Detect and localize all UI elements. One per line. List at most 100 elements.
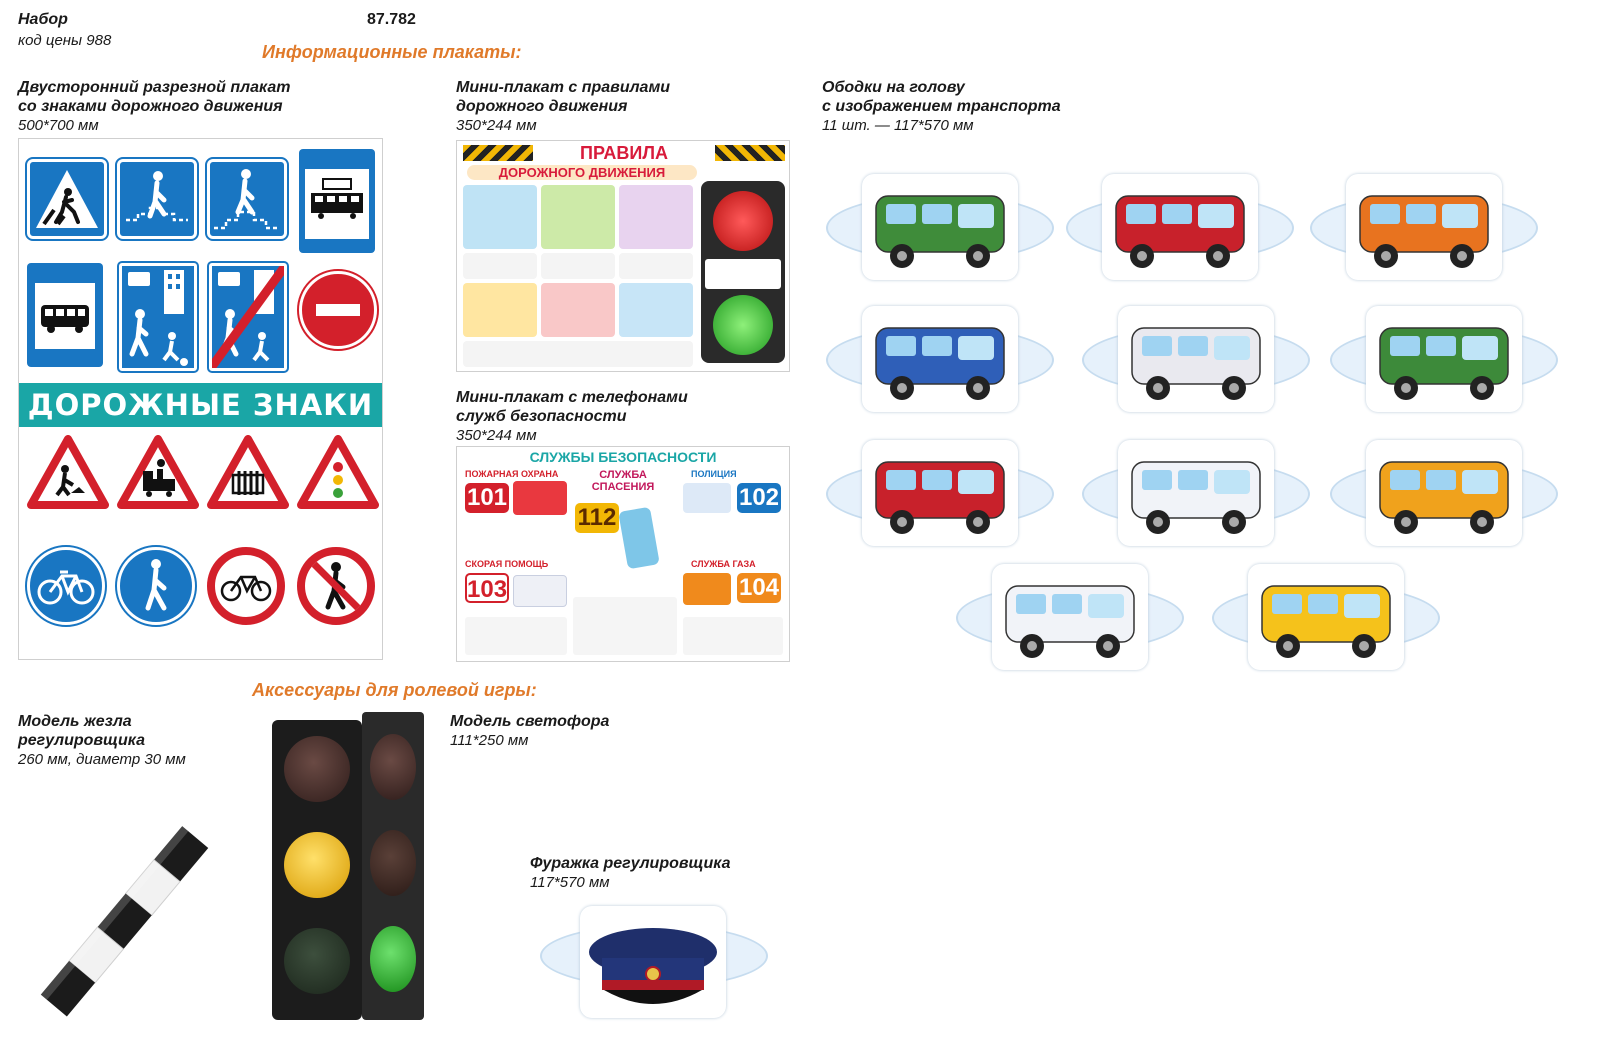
headbands-title-1: Ободки на голову [822, 79, 965, 96]
services-poster-title-2: служб безопасности [456, 408, 627, 425]
headband-item [826, 168, 1054, 286]
bus-icon [862, 174, 1018, 280]
baton-size: 260 мм, диаметр 30 мм [18, 751, 186, 768]
bicycle-path-sign-icon [25, 545, 107, 627]
no-bicycles-sign-icon [207, 547, 285, 625]
service-name-ambulance: СКОРАЯ ПОМОЩЬ [465, 559, 549, 569]
services-heading: СЛУЖБЫ БЕЗОПАСНОСТИ [529, 449, 717, 465]
hazard-stripe-right-icon [715, 145, 785, 161]
service-name-rescue: СЛУЖБА СПАСЕНИЯ [591, 469, 655, 493]
services-text-block [465, 617, 567, 655]
headband-item [1330, 434, 1558, 552]
side-red-lamp-icon [370, 734, 416, 800]
price-code: код цены 988 [18, 32, 112, 49]
signs-poster-size: 500*700 мм [18, 117, 99, 134]
rules-text-block [463, 341, 693, 367]
pedestrian-traffic-light-icon [701, 181, 785, 363]
underpass-sign-icon [115, 157, 199, 241]
signs-poster-title-1: Двусторонний разрезной плакат [18, 79, 291, 96]
services-poster-title-1: Мини-плакат с телефонами [456, 389, 688, 406]
rules-heading-1: ПРАВИЛА [580, 143, 668, 163]
set-label: Набор [18, 11, 68, 28]
service-number-fire: 101 [465, 483, 509, 513]
rules-illustration-crossing-icon [463, 185, 537, 249]
service-number-police: 102 [737, 483, 781, 513]
rules-illustration-children-icon [541, 185, 615, 249]
headband-item [1066, 168, 1294, 286]
railway-crossing-sign-icon [117, 435, 199, 514]
section-info-posters: Информационные плакаты: [262, 42, 522, 62]
cap-size: 117*570 мм [530, 874, 610, 891]
fire-truck-icon [1102, 174, 1258, 280]
rules-text-block [541, 253, 615, 279]
cap-title: Фуражка регулировщика [530, 855, 731, 872]
traffic-light-label: Модель светофора 111*250 мм [450, 712, 609, 750]
minibus-icon [992, 564, 1148, 670]
rules-poster-label: Мини-плакат с правилами дорожного движен… [456, 78, 670, 135]
yellow-lamp-on-icon [284, 832, 350, 898]
road-works-sign-icon [27, 435, 109, 514]
baton-title-2: регулировщика [18, 732, 145, 749]
headband-item [826, 434, 1054, 552]
traffic-light-title: Модель светофора [450, 713, 610, 730]
bus-stop-sign-icon [27, 263, 103, 367]
living-zone-sign-icon [117, 261, 199, 373]
no-pedestrians-sign-icon [297, 547, 375, 625]
article-number: 87.782 [367, 11, 416, 28]
police-car-icon [1118, 440, 1274, 546]
service-number-rescue: 112 [575, 503, 619, 533]
rules-illustration-car-icon [541, 283, 615, 337]
safety-services-mini-poster: СЛУЖБЫ БЕЗОПАСНОСТИ ПОЖАРНАЯ ОХРАНА 101 … [456, 446, 790, 662]
police-car-small-icon [683, 483, 731, 513]
headbands-title-2: с изображением транспорта [822, 98, 1061, 115]
section-roleplay: Аксессуары для ролевой игры: [252, 680, 537, 700]
tram-stop-sign-icon [299, 149, 375, 253]
headband-item [1082, 434, 1310, 552]
baton-title-1: Модель жезла [18, 713, 132, 730]
no-entry-sign-icon [297, 269, 379, 351]
overpass-sign-icon [205, 157, 289, 241]
services-text-block [683, 617, 783, 655]
dump-truck-icon [1366, 440, 1522, 546]
barrier-crossing-sign-icon [207, 435, 289, 514]
living-zone-end-sign-icon [207, 261, 289, 373]
gas-service-car-icon [683, 573, 731, 605]
ambulance-icon [1118, 306, 1274, 412]
side-yellow-lamp-icon [370, 830, 416, 896]
headbands-label: Ободки на голову с изображением транспор… [822, 78, 1061, 135]
service-number-gas: 104 [737, 573, 781, 603]
rules-illustration-bike-icon [619, 283, 693, 337]
rules-illustration-road-icon [463, 283, 537, 337]
headbands-size: 11 шт. — 117*570 мм [822, 117, 974, 134]
service-number-ambulance: 103 [465, 573, 509, 603]
headband-item [1330, 300, 1558, 418]
side-green-lamp-on-icon [370, 926, 416, 992]
taxi-icon [1248, 564, 1404, 670]
offroad-car-icon [1366, 306, 1522, 412]
rules-illustration-home-icon [619, 185, 693, 249]
service-name-fire: ПОЖАРНАЯ ОХРАНА [465, 469, 559, 479]
ambulance-small-icon [513, 575, 567, 607]
cap-label: Фуражка регулировщика 117*570 мм [530, 854, 730, 892]
rules-poster-size: 350*244 мм [456, 117, 537, 134]
traffic-light-sign-icon [297, 435, 379, 514]
rules-text-block [463, 253, 537, 279]
hazard-stripe-left-icon [463, 145, 533, 161]
services-poster-label: Мини-плакат с телефонами служб безопасно… [456, 388, 688, 445]
phone-mascot-icon [618, 506, 660, 570]
pedestrian-crossing-sign-icon [25, 157, 109, 241]
concrete-mixer-icon [1346, 174, 1502, 280]
signs-banner: ДОРОЖНЫЕ ЗНАКИ [19, 383, 382, 427]
traffic-light-model-front [272, 720, 362, 1020]
headband-item [1310, 168, 1538, 286]
rules-poster-title-2: дорожного движения [456, 98, 628, 115]
trolleybus-icon [862, 306, 1018, 412]
signs-poster-label: Двусторонний разрезной плакат со знаками… [18, 78, 290, 135]
signs-poster-title-2: со знаками дорожного движения [18, 98, 283, 115]
fire-engine-icon [513, 481, 567, 515]
red-lamp-off-icon [284, 736, 350, 802]
headband-item [1082, 300, 1310, 418]
services-poster-size: 350*244 мм [456, 427, 537, 444]
baton-label: Модель жезла регулировщика 260 мм, диаме… [18, 712, 186, 769]
pedestrian-path-sign-icon [115, 545, 197, 627]
